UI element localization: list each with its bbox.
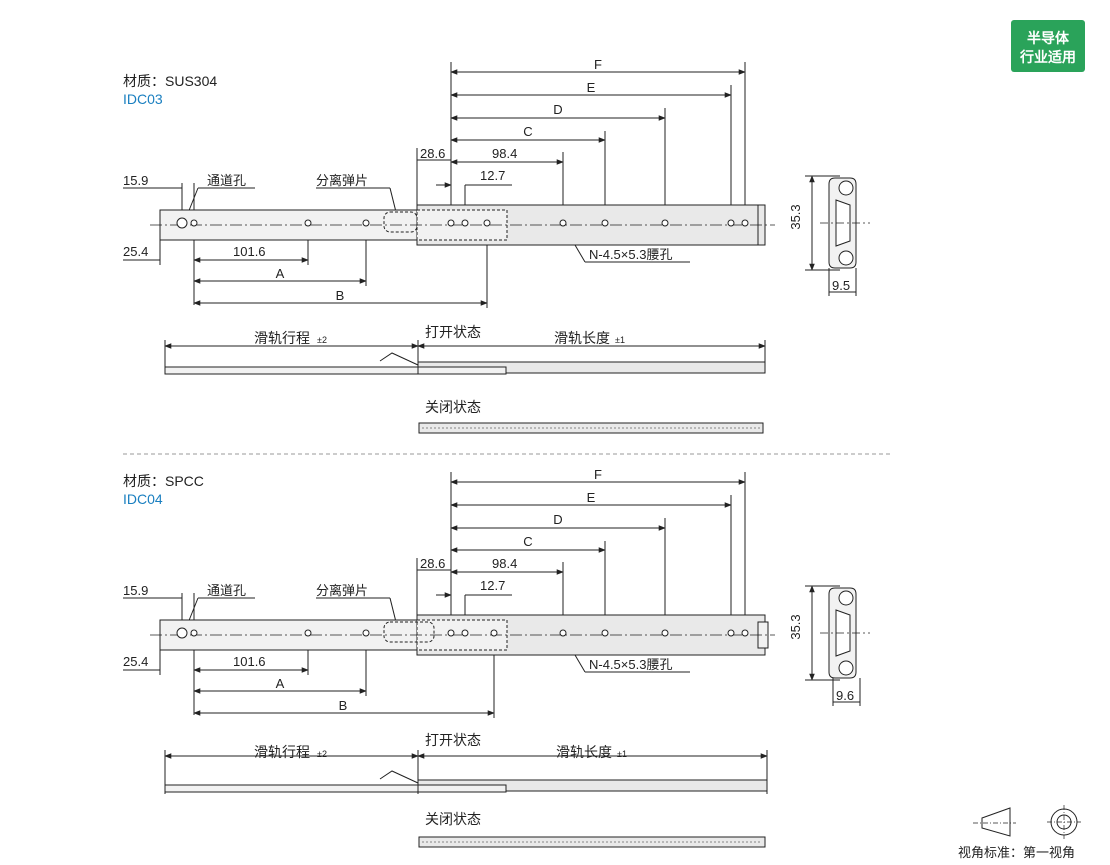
badge-line2: 行业适用 [1019, 49, 1076, 65]
length-tolerance: ±1 [617, 749, 627, 759]
dim-12-7: 12.7 [480, 578, 505, 593]
dim-a: A [276, 266, 285, 281]
dim-e: E [587, 80, 596, 95]
open-state-label: 打开状态 [425, 732, 481, 748]
badge-line1: 半导体 [1027, 30, 1070, 46]
spring-label: 分离弹片 [316, 583, 368, 598]
dim-f: F [594, 57, 602, 72]
open-state-diagram [164, 750, 768, 794]
slot-label: N-4.5×5.3腰孔 [589, 247, 672, 262]
industry-badge: 半导体 行业适用 [1011, 20, 1085, 72]
dim-width: 9.5 [832, 278, 850, 293]
projection-label: 视角标准：第一视角 [958, 845, 1075, 860]
dim-c: C [523, 124, 532, 139]
open-state-diagram [164, 340, 766, 375]
dim-d: D [553, 102, 562, 117]
projection-symbol [973, 805, 1081, 839]
spring-label: 分离弹片 [316, 173, 368, 188]
material-label: 材质：SPCC [123, 473, 204, 489]
dim-25-4: 25.4 [123, 654, 148, 669]
slot-label: N-4.5×5.3腰孔 [589, 657, 672, 672]
dim-101-6: 101.6 [233, 654, 266, 669]
through-hole-label: 通道孔 [207, 173, 246, 188]
badge-background [1011, 20, 1085, 72]
dim-d: D [553, 512, 562, 527]
dim-c: C [523, 534, 532, 549]
dim-28-6: 28.6 [420, 146, 445, 161]
travel-tolerance: ±2 [317, 335, 327, 345]
section-idc04: 材质：SPCC IDC04 F E D C 28.6 98.4 12.7 [123, 467, 870, 848]
closed-state-label: 关闭状态 [425, 811, 481, 827]
open-state-label: 打开状态 [425, 324, 481, 340]
travel-label: 滑轨行程 [254, 744, 310, 760]
dim-25-4: 25.4 [123, 244, 148, 259]
dim-28-6: 28.6 [420, 556, 445, 571]
dim-98-4: 98.4 [492, 146, 517, 161]
dim-f: F [594, 467, 602, 482]
rail-side-view [805, 585, 870, 706]
dim-15-9: 15.9 [123, 583, 148, 598]
dim-101-6: 101.6 [233, 244, 266, 259]
dim-a: A [276, 676, 285, 691]
dim-b: B [336, 288, 345, 303]
model-label: IDC03 [123, 91, 163, 107]
dim-width: 9.6 [836, 688, 854, 703]
dim-98-4: 98.4 [492, 556, 517, 571]
dim-35-3: 35.3 [788, 204, 803, 229]
dim-b: B [339, 698, 348, 713]
rail-side-view [805, 175, 870, 296]
rail-front-view [150, 614, 775, 656]
rail-front-view [150, 204, 775, 246]
length-tolerance: ±1 [615, 335, 625, 345]
material-label: 材质：SUS304 [123, 73, 217, 89]
dim-35-3: 35.3 [788, 614, 803, 639]
closed-state-label: 关闭状态 [425, 399, 481, 415]
rail-length-label: 滑轨长度 [556, 744, 612, 760]
travel-tolerance: ±2 [317, 749, 327, 759]
dim-12-7: 12.7 [480, 168, 505, 183]
section-idc03: 材质：SUS304 IDC03 F E D C 28.6 98.4 12.7 [123, 57, 870, 434]
travel-label: 滑轨行程 [254, 330, 310, 346]
top-dimensions [416, 472, 746, 642]
model-label: IDC04 [123, 491, 163, 507]
rail-length-label: 滑轨长度 [554, 330, 610, 346]
dim-15-9: 15.9 [123, 173, 148, 188]
through-hole-label: 通道孔 [207, 583, 246, 598]
dim-e: E [587, 490, 596, 505]
